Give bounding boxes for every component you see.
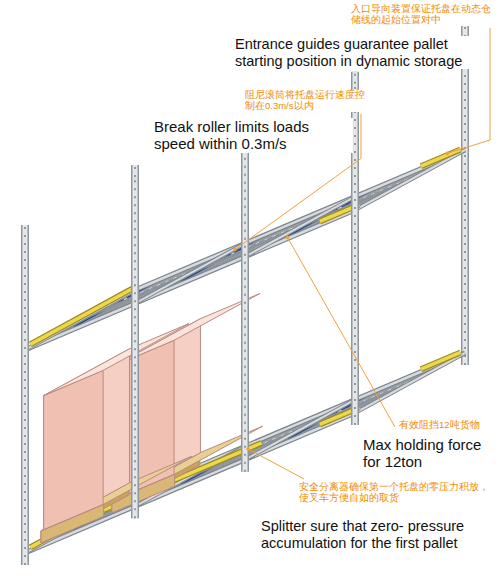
upright-perforation <box>24 225 26 565</box>
cross-beam <box>355 353 465 413</box>
side-beam-face <box>25 210 355 350</box>
end-stopper <box>30 288 133 344</box>
leader-line <box>288 238 395 427</box>
cross-beam-face <box>355 353 465 413</box>
upright <box>131 178 139 518</box>
cross-beam <box>355 150 465 210</box>
upright-face <box>463 25 468 365</box>
upright <box>461 25 469 365</box>
cross-beam-face <box>355 150 465 210</box>
entrance-guide-face <box>421 149 461 166</box>
cross-beam <box>135 243 245 303</box>
upright-face <box>243 132 248 472</box>
entrance-guide <box>421 149 461 166</box>
upright <box>241 132 249 472</box>
entrance-guide-face <box>421 352 461 369</box>
upright-perforation <box>354 85 356 425</box>
callout-text: Entrance guides guarantee pallet startin… <box>234 36 474 69</box>
upright-perforation <box>134 178 136 518</box>
cross-beam <box>245 400 355 460</box>
callout-text-cn: 安全分离器确保第一个托盘的零压力积放，使叉车方便自如的取货 <box>298 482 496 504</box>
side-beam <box>25 210 355 350</box>
callout-text-cn: 阻尼滚筒将托盘运行速度控制在0.3m/s以内 <box>244 90 366 112</box>
cargo-front <box>44 370 103 529</box>
upright <box>21 225 29 565</box>
cross-beam-face <box>135 243 245 303</box>
leader-dot <box>286 236 290 240</box>
leader-dot <box>233 248 237 252</box>
leader-dot <box>445 152 449 156</box>
leader-dot <box>246 447 250 451</box>
side-beam <box>135 150 465 290</box>
upright-face <box>23 225 28 565</box>
side-beam-face <box>135 150 465 290</box>
upright-face <box>353 85 358 425</box>
callout-text: Break roller limits loads speed within 0… <box>153 118 353 153</box>
cross-beam-face <box>245 400 355 460</box>
upright-perforation <box>244 132 246 472</box>
callout-text-cn: 入口导向装置保证托盘在动态仓储线的起始位置对中 <box>350 4 496 26</box>
callout-text-cn: 有效阻挡12吨货物 <box>398 420 496 431</box>
leader-line <box>248 449 304 479</box>
end-stopper-face <box>30 288 133 344</box>
cross-beam-face <box>245 197 355 257</box>
callout-text: Max holding force for 12ton <box>362 436 498 471</box>
upright-perforation <box>464 25 466 365</box>
callout-text: Splitter sure that zero- pressure accumu… <box>260 518 497 551</box>
entrance-guide <box>421 352 461 369</box>
upright-face <box>133 178 138 518</box>
cross-beam <box>245 197 355 257</box>
